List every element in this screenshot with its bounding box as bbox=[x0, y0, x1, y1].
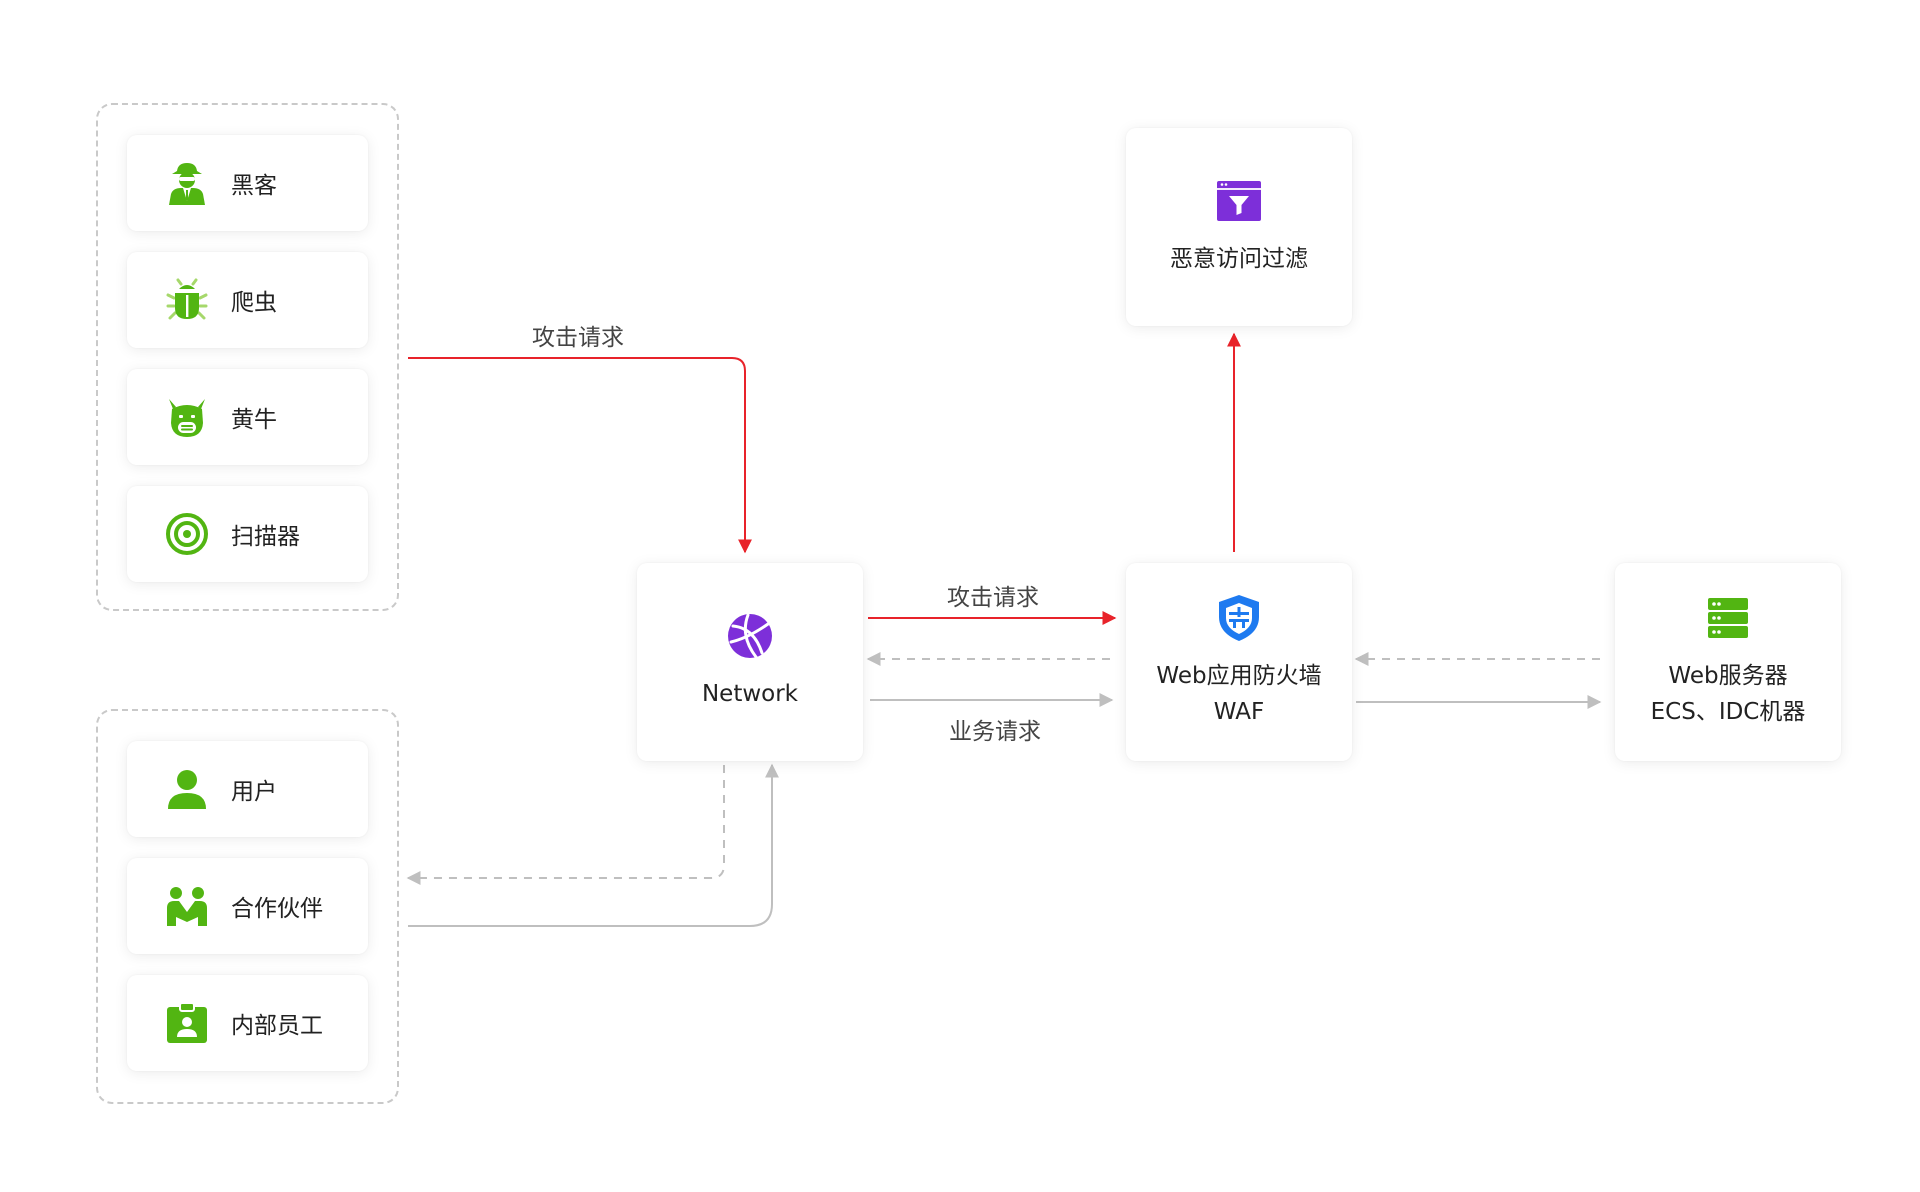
edge-attack-to-network bbox=[408, 357, 752, 554]
node-label: Network bbox=[701, 681, 799, 707]
node-label-line2: ECS、IDC机器 bbox=[1650, 699, 1806, 725]
node-waf[interactable]: Web应用防火墙 WAF bbox=[1126, 563, 1352, 761]
source-card-crawler[interactable]: 爬虫 bbox=[127, 252, 368, 348]
source-label: 扫描器 bbox=[231, 524, 300, 550]
source-label: 内部员工 bbox=[231, 1013, 323, 1039]
edge-label-business-to-waf: 业务请求 bbox=[949, 719, 1041, 745]
bug-icon bbox=[165, 278, 209, 322]
legit-sources-group bbox=[96, 709, 399, 1104]
node-label-line2: WAF bbox=[1213, 699, 1265, 725]
edge-network-to-legit-response bbox=[406, 765, 725, 885]
source-card-partners[interactable]: 合作伙伴 bbox=[127, 858, 368, 954]
shield-icon bbox=[1215, 594, 1263, 642]
user-icon bbox=[165, 767, 209, 811]
source-label: 黑客 bbox=[231, 173, 277, 199]
edge-label-attack-to-network: 攻击请求 bbox=[532, 325, 624, 351]
node-malicious-filter[interactable]: 恶意访问过滤 bbox=[1126, 128, 1352, 326]
edge-legit-to-network bbox=[408, 763, 779, 927]
employee-badge-icon bbox=[165, 1001, 209, 1045]
source-label: 用户 bbox=[231, 779, 277, 805]
source-label: 合作伙伴 bbox=[231, 896, 323, 922]
globe-icon bbox=[726, 612, 774, 660]
partners-icon bbox=[165, 884, 209, 928]
node-web-server[interactable]: Web服务器 ECS、IDC机器 bbox=[1615, 563, 1841, 761]
hacker-icon bbox=[165, 161, 209, 205]
node-label: 恶意访问过滤 bbox=[1170, 246, 1308, 272]
edge-label-attack-to-waf: 攻击请求 bbox=[947, 585, 1039, 611]
source-label: 爬虫 bbox=[231, 290, 277, 316]
node-label-line1: Web服务器 bbox=[1668, 663, 1788, 689]
source-card-scanner[interactable]: 扫描器 bbox=[127, 486, 368, 582]
target-icon bbox=[165, 512, 209, 556]
source-card-scalper[interactable]: 黄牛 bbox=[127, 369, 368, 465]
source-card-employee[interactable]: 内部员工 bbox=[127, 975, 368, 1071]
server-icon bbox=[1704, 594, 1752, 642]
source-card-user[interactable]: 用户 bbox=[127, 741, 368, 837]
malicious-sources-group bbox=[96, 103, 399, 611]
filter-icon bbox=[1215, 177, 1263, 225]
node-label-line1: Web应用防火墙 bbox=[1156, 663, 1322, 689]
scalper-icon bbox=[165, 395, 209, 439]
source-label: 黄牛 bbox=[231, 407, 277, 433]
source-card-hacker[interactable]: 黑客 bbox=[127, 135, 368, 231]
node-network[interactable]: Network bbox=[637, 563, 863, 761]
